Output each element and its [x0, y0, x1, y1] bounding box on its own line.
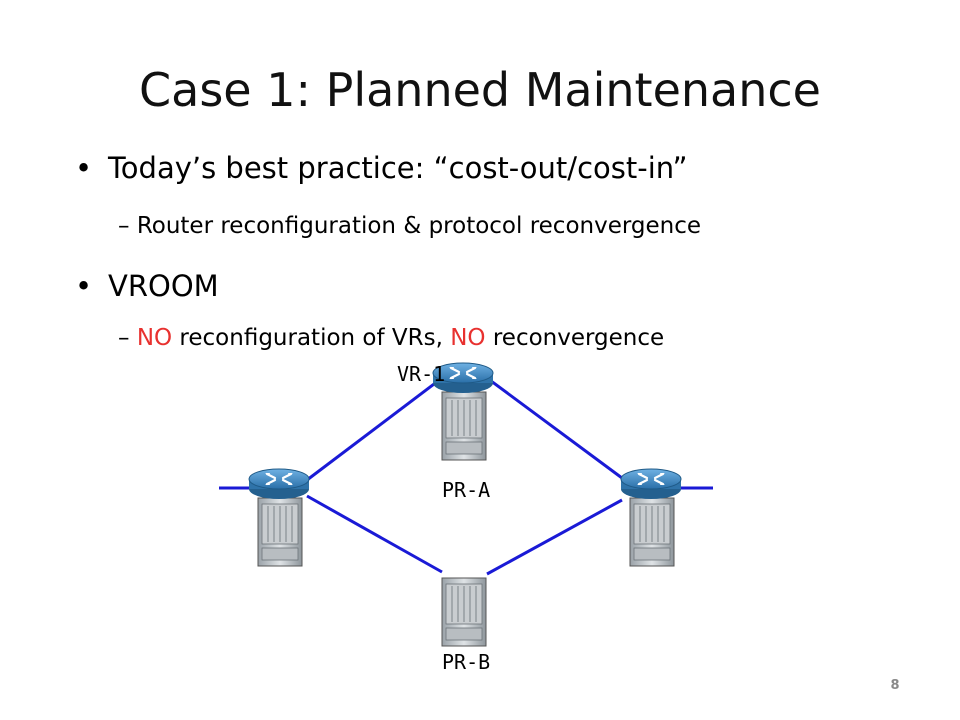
no-emphasis: NO: [450, 325, 486, 351]
link-left-to-pr-b: [306, 494, 443, 574]
link-left-to-pr-a: [306, 376, 443, 482]
sub-bullet-dash: –: [118, 325, 130, 351]
pr-b-physical-router-icon: [441, 577, 487, 647]
bullet-text: Today’s best practice: “cost-out/cost-in…: [108, 151, 688, 185]
sub-bullet-dash: –: [118, 213, 130, 239]
link-pr-a-to-right: [486, 376, 623, 480]
slide-number: 8: [890, 678, 900, 693]
vr-1-label: VR-1: [397, 362, 445, 386]
no-emphasis: NO: [136, 325, 173, 351]
slide-title: Case 1: Planned Maintenance: [139, 63, 821, 117]
pr-a-physical-router-icon: [441, 391, 487, 461]
sub-bullet-text-end: reconvergence: [485, 325, 665, 351]
left-virtual-router-icon: [247, 467, 311, 501]
sub-bullet-text-mid: reconfiguration of VRs,: [172, 325, 451, 351]
bullet-text: VROOM: [108, 269, 219, 303]
right-virtual-router-icon: [619, 467, 683, 501]
sub-bullet-no-reconfiguration: – NO reconfiguration of VRs, NO reconver…: [118, 323, 664, 353]
left-physical-router-icon: [257, 497, 303, 567]
right-physical-router-icon: [629, 497, 675, 567]
bullet-marker: •: [75, 151, 93, 185]
sub-bullet-reconfiguration: – Router reconfiguration & protocol reco…: [118, 211, 701, 241]
pr-b-label: PR-B: [442, 650, 490, 674]
link-pr-b-to-right: [486, 498, 623, 576]
sub-bullet-text: Router reconfiguration & protocol reconv…: [136, 213, 702, 239]
pr-a-label: PR-A: [442, 478, 490, 502]
bullet-marker: •: [75, 269, 93, 303]
